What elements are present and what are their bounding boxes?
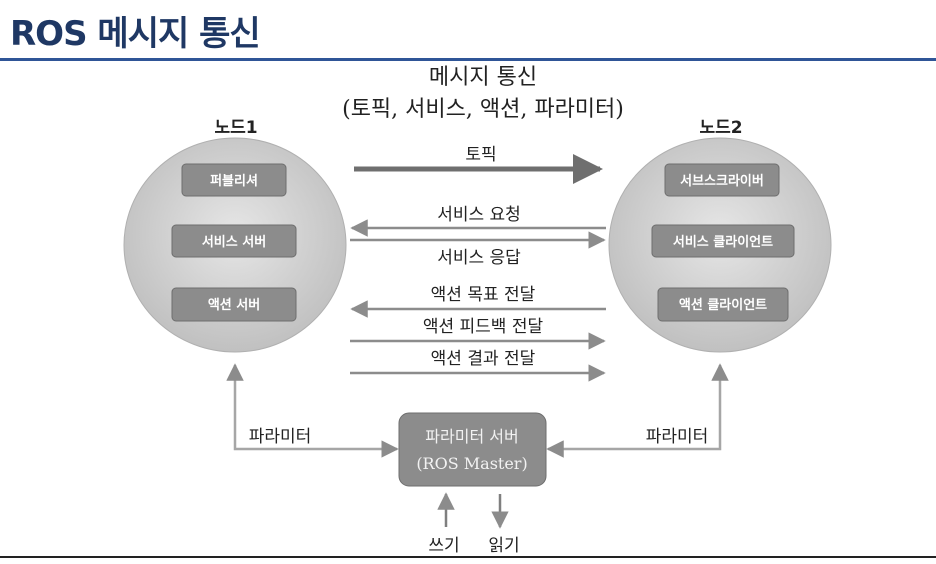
publisher-label: 퍼블리셔: [210, 173, 258, 189]
read-label: 읽기: [488, 536, 519, 556]
service-response-label: 서비스 응답: [437, 248, 521, 268]
parameter-left-label: 파라미터: [249, 427, 312, 447]
action-result-label: 액션 결과 전달: [431, 349, 536, 369]
action-server-box: 액션 서버: [171, 287, 297, 322]
slide-title: ROS 메시지 통신: [10, 14, 261, 54]
service-client-label: 서비스 클라이언트: [673, 234, 773, 250]
parameter-left-connector: [226, 363, 399, 458]
title-divider: [0, 58, 936, 61]
node2-label: 노드2: [699, 118, 742, 138]
service-request-label: 서비스 요청: [437, 205, 521, 225]
node1-label: 노드1: [214, 118, 257, 138]
parameter-server-box: 파라미터 서버 (ROS Master): [398, 412, 547, 487]
publisher-box: 퍼블리셔: [181, 163, 287, 197]
heading-line1: 메시지 통신: [429, 65, 537, 90]
action-feedback-label: 액션 피드백 전달: [423, 317, 544, 337]
service-server-box: 서비스 서버: [171, 224, 297, 258]
action-server-label: 액션 서버: [208, 297, 260, 313]
action-goal-label: 액션 목표 전달: [431, 285, 536, 305]
subscriber-box: 서브스크라이버: [664, 163, 780, 197]
bottom-divider: [0, 556, 936, 558]
parameter-right-label: 파라미터: [646, 427, 709, 447]
subscriber-label: 서브스크라이버: [680, 173, 764, 189]
heading-line2: (토픽, 서비스, 액션, 파라미터): [342, 97, 624, 122]
action-client-box: 액션 클라이언트: [657, 287, 789, 322]
action-client-label: 액션 클라이언트: [679, 297, 767, 313]
topic-label: 토픽: [465, 145, 496, 165]
parameter-server-subtitle: (ROS Master): [416, 454, 527, 473]
write-label: 쓰기: [428, 536, 459, 556]
service-server-label: 서비스 서버: [202, 234, 266, 250]
parameter-server-title: 파라미터 서버: [425, 427, 518, 446]
service-client-box: 서비스 클라이언트: [651, 224, 795, 258]
parameter-right-connector: [546, 363, 729, 458]
